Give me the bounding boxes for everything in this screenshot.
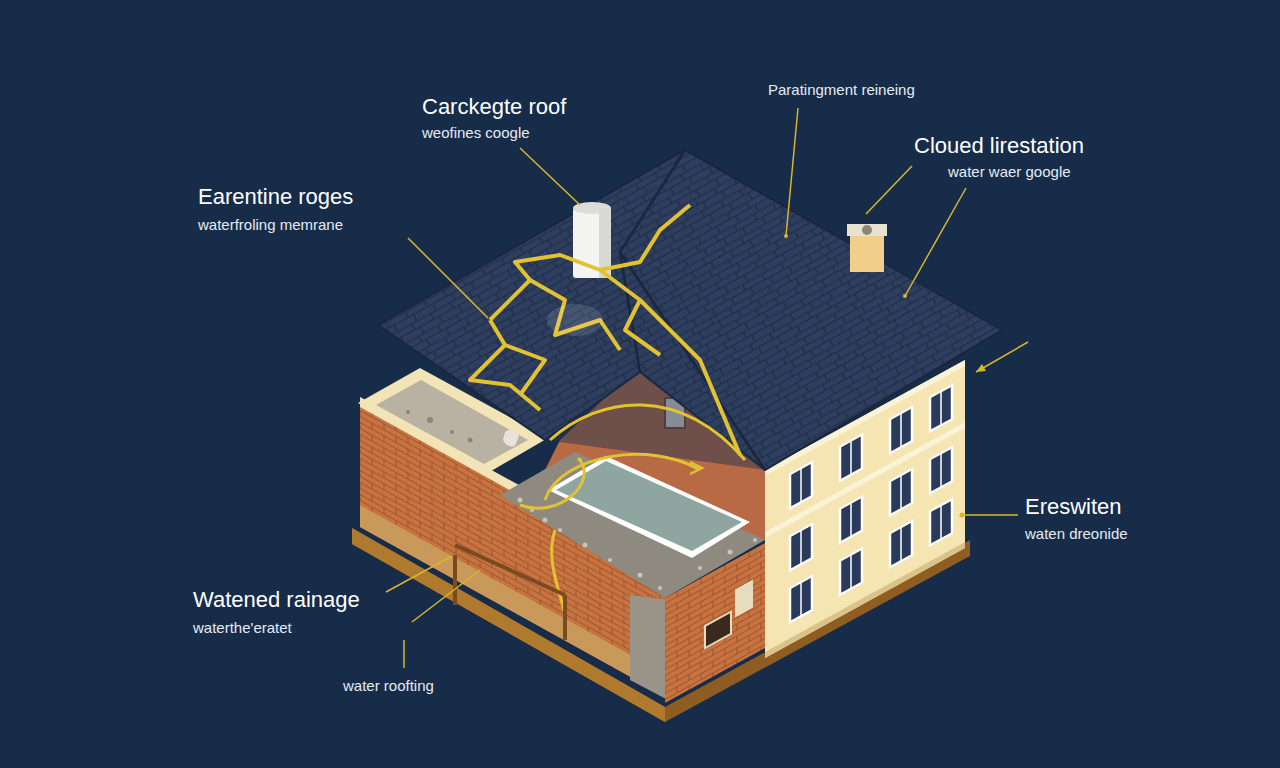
flow-arrows	[520, 405, 745, 615]
tan-chimney	[847, 224, 887, 272]
label-subtitle: Paratingment reineing	[768, 82, 915, 99]
label-subtitle: water roofting	[343, 678, 434, 695]
leader-arrowhead	[976, 364, 986, 372]
leader-lines	[386, 108, 1028, 668]
label-heading: Watened rainage	[193, 588, 360, 612]
slab-edge	[548, 456, 750, 558]
roof	[378, 150, 1002, 470]
gravel-column	[630, 595, 668, 700]
label-subtitle: waterthe'eratet	[193, 620, 292, 637]
label-heading: Cloued lirestation	[914, 134, 1084, 158]
label-subtitle: weofines coogle	[422, 125, 530, 142]
leader-dots	[784, 234, 965, 518]
brick-cut	[665, 543, 765, 703]
label-subtitle: waterfroling memrane	[198, 217, 343, 234]
drainage-frame	[455, 545, 565, 640]
crack-lines	[470, 205, 740, 455]
label-heading: Earentine roges	[198, 185, 353, 209]
label-subtitle: waten dreonide	[1025, 526, 1128, 543]
label-heading: Carckegte roof	[422, 95, 566, 119]
roof-outlet	[503, 430, 519, 447]
label-heading: Ereswiten	[1025, 495, 1122, 519]
label-subtitle: water waer google	[948, 164, 1071, 181]
